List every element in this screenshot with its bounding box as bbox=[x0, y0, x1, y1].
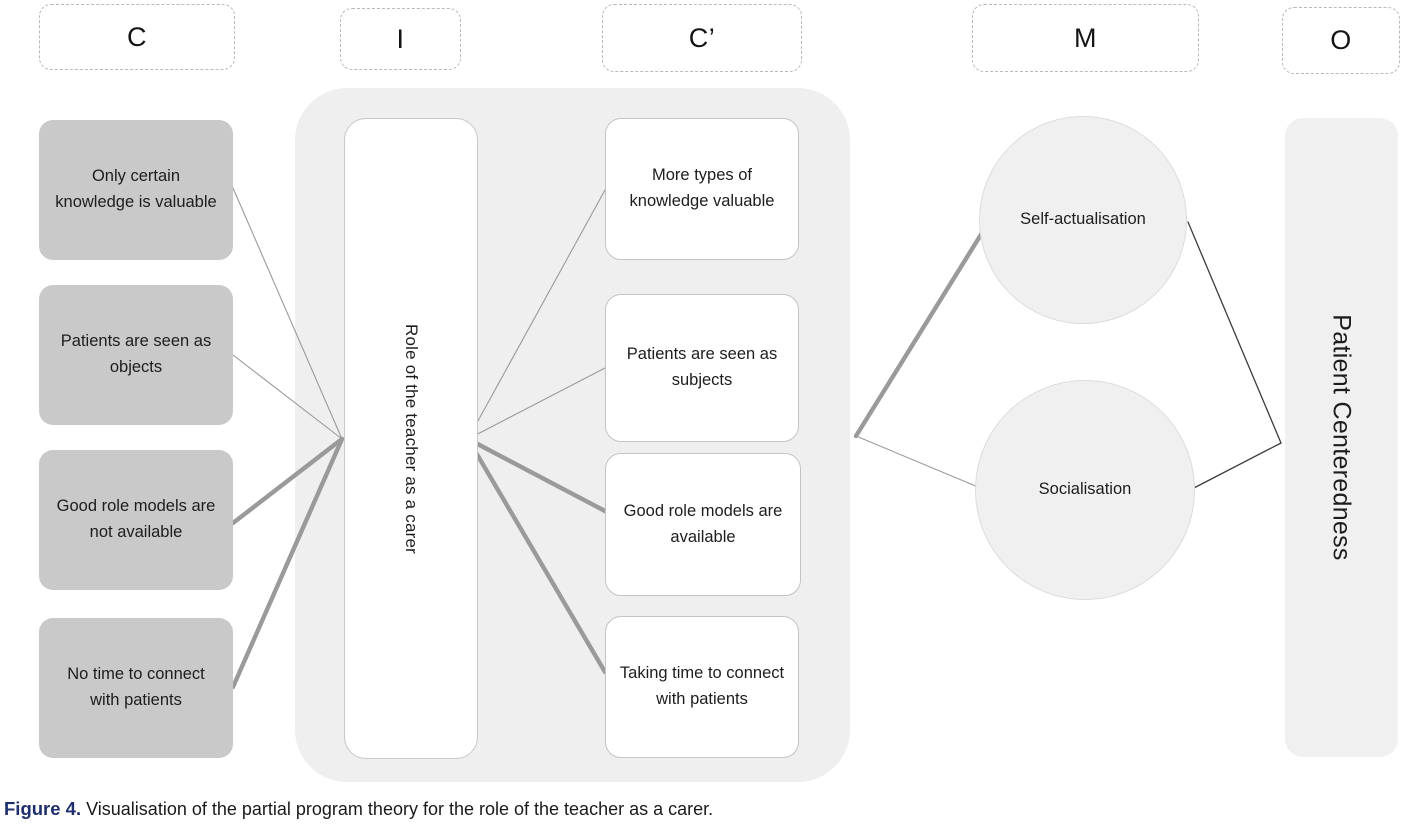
context-card-label: Patients are seen as objects bbox=[60, 332, 212, 376]
context-card: Patients are seen as objects bbox=[39, 285, 233, 425]
context-card-label: No time to connect with patients bbox=[67, 665, 205, 709]
outcome-card: Patient Centeredness bbox=[1285, 118, 1398, 757]
mechanism-circle: Self-actualisation bbox=[979, 116, 1187, 324]
context-prime-card-label: Patients are seen as subjects bbox=[626, 345, 778, 389]
mechanism-circle: Socialisation bbox=[975, 380, 1195, 600]
context-prime-card: Taking time to connect with patients bbox=[605, 616, 799, 758]
context-card-label: Only certain knowledge is valuable bbox=[55, 167, 217, 211]
column-header-mechanism-label: M bbox=[1074, 22, 1097, 53]
context-card-label: Good role models are not available bbox=[56, 497, 216, 541]
context-prime-card-label: Good role models are available bbox=[623, 501, 783, 546]
column-header-outcome-label: O bbox=[1330, 25, 1352, 55]
context-prime-card-label: More types of knowledge valuable bbox=[629, 166, 775, 210]
column-header-mechanism: M bbox=[972, 4, 1199, 72]
mechanism-circle-label: Self-actualisation bbox=[1020, 210, 1146, 229]
figure-number: Figure 4. bbox=[4, 798, 82, 819]
context-card: No time to connect with patients bbox=[39, 618, 233, 758]
context-prime-card: More types of knowledge valuable bbox=[605, 118, 799, 260]
context-card: Only certain knowledge is valuable bbox=[39, 120, 233, 260]
context-prime-card: Good role models are available bbox=[605, 453, 801, 596]
column-header-context-label: C bbox=[127, 21, 147, 52]
context-card: Good role models are not available bbox=[39, 450, 233, 590]
figure-caption-text: Visualisation of the partial program the… bbox=[86, 799, 714, 819]
column-header-intervention: I bbox=[340, 8, 461, 70]
column-header-intervention-label: I bbox=[396, 23, 405, 54]
context-prime-card-label: Taking time to connect with patients bbox=[619, 664, 785, 708]
column-header-outcome: O bbox=[1282, 7, 1400, 74]
figure-caption: Figure 4.Visualisation of the partial pr… bbox=[4, 798, 1404, 821]
column-header-context: C bbox=[39, 4, 235, 70]
column-header-context-prime-label: C’ bbox=[688, 22, 716, 53]
outcome-card-label: Patient Centeredness bbox=[1328, 314, 1356, 561]
context-prime-card: Patients are seen as subjects bbox=[605, 294, 799, 442]
mechanism-circle-label: Socialisation bbox=[1038, 480, 1132, 499]
column-header-context-prime: C’ bbox=[602, 4, 802, 72]
intervention-card-label: Role of the teacher as a carer bbox=[402, 323, 421, 554]
intervention-card: Role of the teacher as a carer bbox=[344, 118, 478, 759]
